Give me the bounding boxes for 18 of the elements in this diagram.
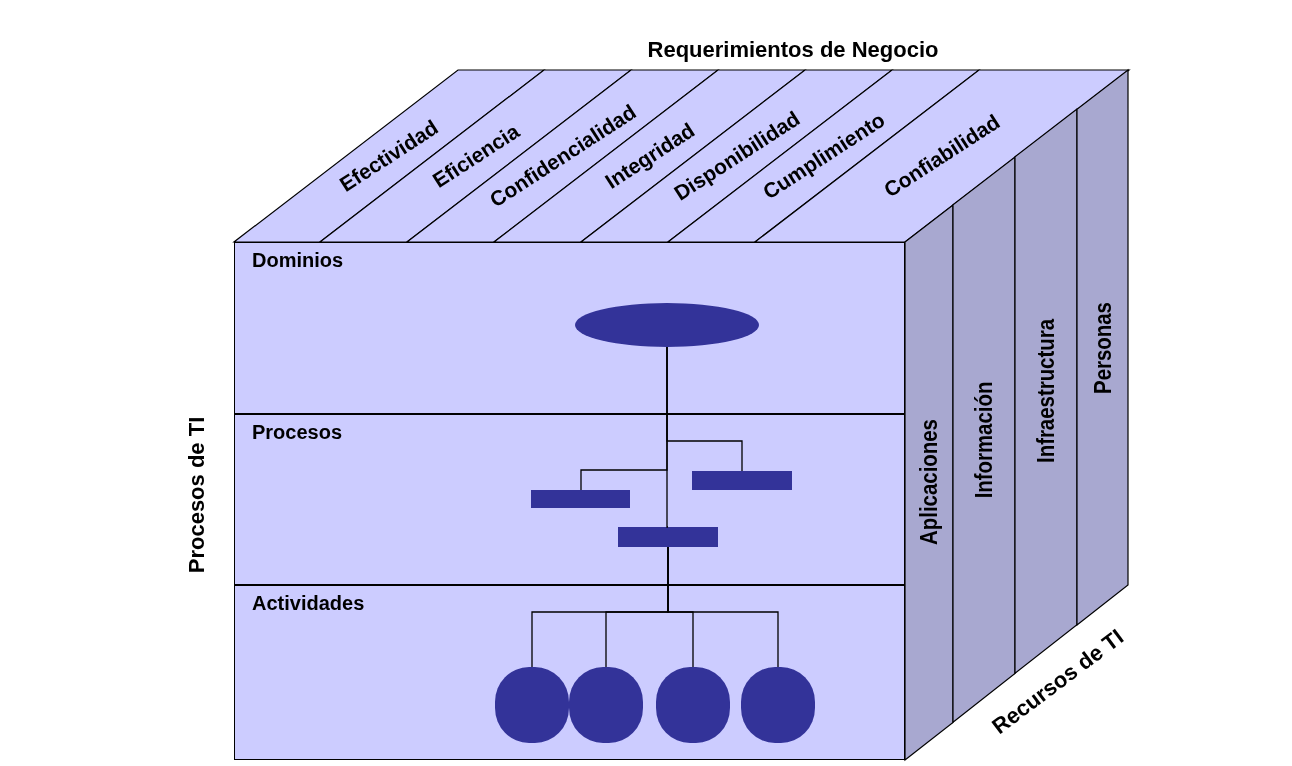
process-bar xyxy=(618,527,718,547)
column-label: Infraestructura xyxy=(1032,319,1060,464)
column-label: Personas xyxy=(1088,301,1117,394)
resource-column xyxy=(905,204,953,760)
band-title: Dominios xyxy=(252,249,344,272)
process-bar xyxy=(692,471,792,490)
axis-label: Procesos de TI xyxy=(184,416,210,574)
connector-line xyxy=(667,546,779,668)
band-title: Procesos xyxy=(252,421,343,444)
resource-column xyxy=(1077,70,1128,625)
process-bar xyxy=(531,490,630,508)
layer-band xyxy=(234,585,905,760)
column-label: Información xyxy=(970,381,998,499)
connector-line xyxy=(666,346,743,472)
column-label: Aplicaciones xyxy=(915,419,943,546)
axis-label: Requerimientos de Negocio xyxy=(647,37,939,63)
band-title: Actividades xyxy=(252,592,365,615)
layer-band xyxy=(234,414,905,585)
